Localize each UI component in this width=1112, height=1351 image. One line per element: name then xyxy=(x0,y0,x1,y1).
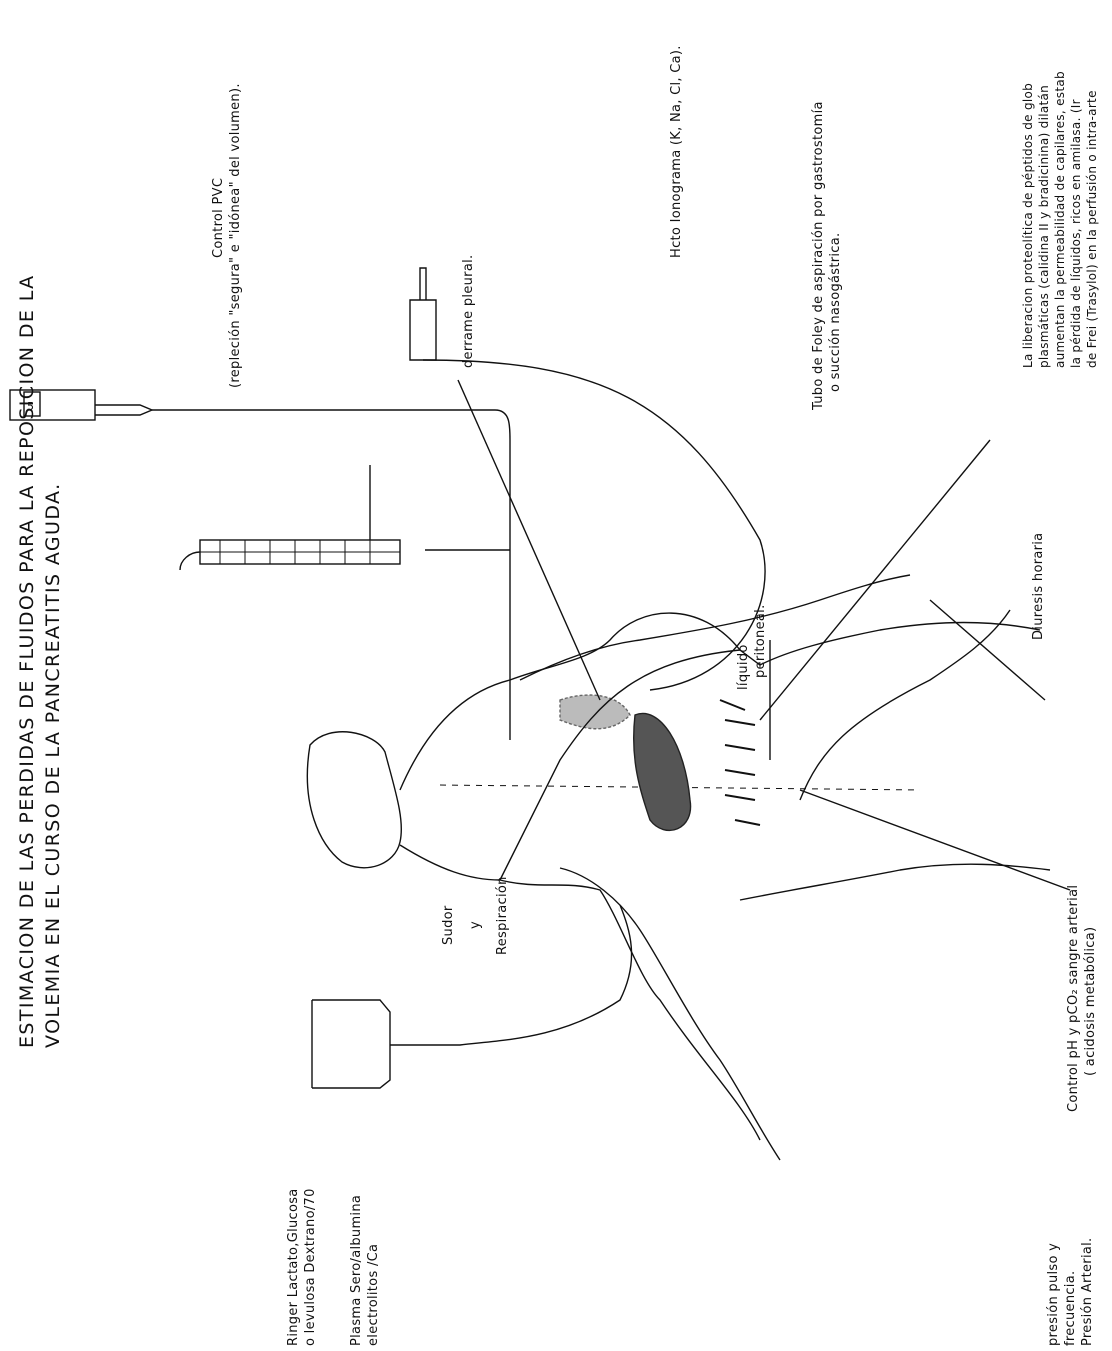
presion-line-1: presión pulso y xyxy=(1045,1238,1062,1346)
hcto-syringe xyxy=(410,268,436,360)
sudor-line-1: Sudor xyxy=(440,845,457,955)
lib-line-5: de Frei (Trasylol) en la perfusión o int… xyxy=(1084,71,1100,368)
label-presion: presión pulso y frecuencia. Presión Arte… xyxy=(1045,1238,1096,1346)
iv-bottle xyxy=(312,1000,390,1088)
peritoneal-fluid xyxy=(720,700,760,825)
ph-line-1: Control pH y pCO₂ sangre arterial xyxy=(1065,885,1082,1112)
lib-line-4: la pérdida de líquidos, ricos en amilasa… xyxy=(1068,71,1084,368)
label-hcto: Hcto Ionograma (K, Na, Cl, Ca). xyxy=(668,45,685,258)
title-line-1: ESTIMACION DE LAS PERDIDAS DE FLUIDOS PA… xyxy=(14,274,40,1048)
ringer-line-2: o levulosa Dextrano/70 xyxy=(302,1188,319,1346)
sudor-line-3: Respiración xyxy=(494,845,511,955)
ringer-line-1: Ringer Lactato,Glucosa xyxy=(285,1188,302,1346)
foley-line-1: Tubo de Foley de aspiración por gastrost… xyxy=(810,101,827,410)
pvc-line-2: (repleción "segura" e "idónea" del volum… xyxy=(227,83,244,388)
presion-line-2: frecuencia. xyxy=(1062,1238,1079,1346)
pvc-line-1: Control PVC xyxy=(210,83,227,388)
leader-ph xyxy=(800,790,1070,890)
diagram-title: ESTIMACION DE LAS PERDIDAS DE FLUIDOS PA… xyxy=(14,274,66,1048)
lib-line-1: La liberacion proteolítica de péptidos d… xyxy=(1020,71,1036,368)
head xyxy=(307,732,401,868)
hcto-text: Hcto Ionograma (K, Na, Cl, Ca). xyxy=(668,45,685,258)
sudor-line-2: y xyxy=(467,845,484,955)
leader-derrame xyxy=(458,380,600,700)
leader-presion xyxy=(930,600,1045,700)
leader-diuresis xyxy=(760,440,990,720)
lib-line-2: plasmáticas (calidina II y bradicinina) … xyxy=(1036,71,1052,368)
label-plasma: Plasma Sero/albumina electrolitos /Ca xyxy=(348,1195,382,1346)
label-ringer: Ringer Lactato,Glucosa o levulosa Dextra… xyxy=(285,1188,319,1346)
plasma-line-1: Plasma Sero/albumina xyxy=(348,1195,365,1346)
foley-line-2: o succión nasogástrica. xyxy=(827,101,844,410)
title-line-2: VOLEMIA EN EL CURSO DE LA PANCREATITIS A… xyxy=(40,274,66,1048)
presion-line-3: Presión Arterial. xyxy=(1079,1238,1096,1346)
label-foley: Tubo de Foley de aspiración por gastrost… xyxy=(810,101,844,410)
label-sudor: Sudor y Respiración xyxy=(440,845,511,955)
pleural-effusion xyxy=(560,695,630,729)
label-diuresis: Diuresis horaria xyxy=(1030,533,1047,640)
derrame-text: derrame pleural. xyxy=(460,255,477,368)
diuresis-text: Diuresis horaria xyxy=(1030,533,1047,640)
ph-line-2: ( acidosis metabólica) xyxy=(1082,885,1099,1112)
label-liberacion: La liberacion proteolítica de péptidos d… xyxy=(1020,71,1100,368)
label-derrame: derrame pleural. xyxy=(460,255,477,368)
foley-tube xyxy=(500,650,740,880)
pancreas xyxy=(634,713,691,830)
label-control-ph: Control pH y pCO₂ sangre arterial ( acid… xyxy=(1065,885,1099,1112)
liquido-line-1: líquido xyxy=(735,604,752,690)
liquido-line-2: peritoneal. xyxy=(752,604,769,690)
label-pvc: Control PVC (repleción "segura" e "idóne… xyxy=(210,83,244,388)
urinary-catheter xyxy=(800,610,1010,800)
label-liquido: líquido peritoneal. xyxy=(735,604,769,690)
plasma-line-2: electrolitos /Ca xyxy=(365,1195,382,1346)
lib-line-3: aumentan la permeabilidad de capilares, … xyxy=(1052,71,1068,368)
